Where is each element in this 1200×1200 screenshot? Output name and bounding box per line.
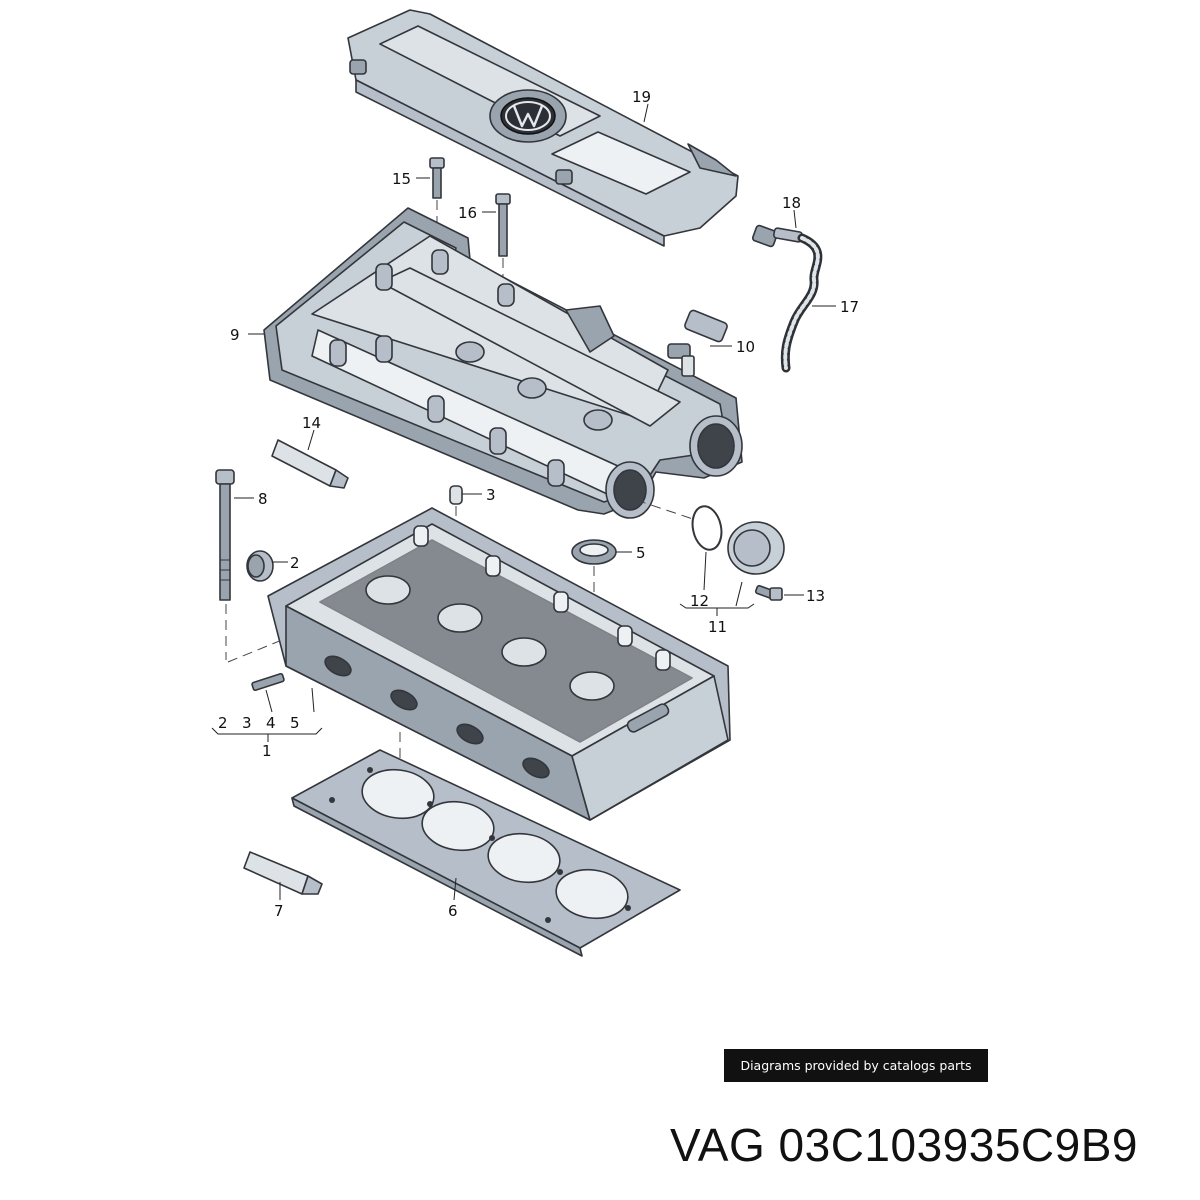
hose-17 <box>780 233 823 373</box>
callout-11: 11 <box>708 618 727 636</box>
callout-8: 8 <box>258 490 268 508</box>
callout-15: 15 <box>392 170 411 188</box>
part-number: VAG 03C103935C9B9 <box>670 1119 1138 1171</box>
callout-17: 17 <box>840 298 859 316</box>
callout-10: 10 <box>736 338 755 356</box>
callout-14: 14 <box>302 414 321 432</box>
callout-3b: 3 <box>242 714 252 732</box>
bolt-16 <box>495 193 511 257</box>
engine-cover <box>347 9 739 247</box>
vw-logo-icon <box>500 97 556 135</box>
callout-9: 9 <box>230 326 240 344</box>
sealant-tube-14 <box>271 439 349 489</box>
bolt-13 <box>754 584 783 601</box>
callout-3: 3 <box>486 486 496 504</box>
dowel-3 <box>449 485 463 505</box>
sensor-10 <box>667 309 728 377</box>
callout-5b: 5 <box>636 544 646 562</box>
callout-19: 19 <box>632 88 651 106</box>
callout-1: 1 <box>262 742 272 760</box>
bolt-15 <box>429 157 445 199</box>
head-bolt-8 <box>215 469 235 601</box>
cylinder-head <box>267 507 731 821</box>
plug-2 <box>246 550 274 582</box>
callout-16: 16 <box>458 204 477 222</box>
callout-2b: 2 <box>218 714 228 732</box>
stud <box>251 672 285 692</box>
callout-12: 12 <box>690 592 709 610</box>
cover-plate-11 <box>727 521 785 575</box>
callout-6: 6 <box>448 902 458 920</box>
connector-18 <box>751 224 803 248</box>
callout-5: 5 <box>290 714 300 732</box>
callout-7: 7 <box>274 902 284 920</box>
callout-2: 2 <box>290 554 300 572</box>
callout-4: 4 <box>266 714 276 732</box>
callout-13: 13 <box>806 587 825 605</box>
o-ring-12 <box>691 505 723 551</box>
seal-ring-5 <box>571 539 617 565</box>
sealant-tube-7 <box>243 851 323 895</box>
camshaft-housing <box>263 207 743 519</box>
diagram-credit-label: Diagrams provided by catalogs parts <box>724 1049 988 1082</box>
callout-18: 18 <box>782 194 801 212</box>
head-gasket <box>291 749 681 957</box>
